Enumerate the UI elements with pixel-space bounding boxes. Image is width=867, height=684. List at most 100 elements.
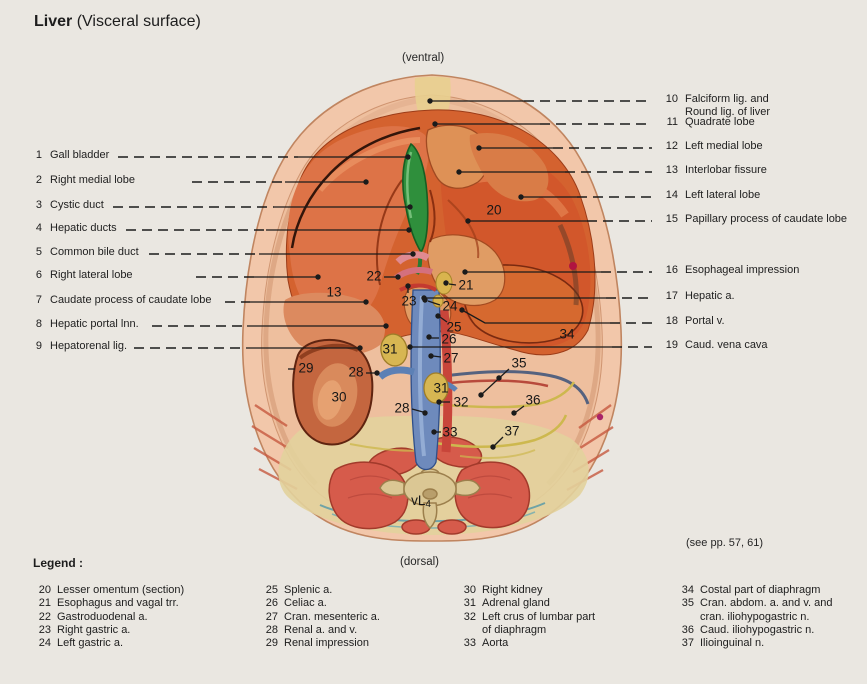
leader-dot (427, 98, 433, 104)
leader-dot (432, 121, 438, 127)
label-text: Portal v. (685, 315, 725, 327)
label-number: 4 (35, 222, 42, 234)
leader-dot (518, 194, 524, 200)
leader-dot (478, 392, 484, 398)
legend-item-text: Aorta (482, 637, 509, 650)
legend-item-number: 32 (463, 610, 476, 623)
label-text: Esophageal impression (685, 264, 800, 276)
legend-item-text: Caud. iliohypogastric n. (700, 623, 815, 636)
legend-item-text: Cran. abdom. a. and v. and cran. iliohyp… (700, 597, 833, 623)
legend-item-number: 20 (38, 584, 51, 596)
label-number: 13 (665, 164, 678, 176)
legend-item-34: 34 Costal part of diaphragm (676, 584, 833, 597)
accessory-dot (596, 413, 604, 421)
leader-dot (465, 218, 471, 224)
left-label-5: 5 Common bile duct (28, 246, 139, 259)
legend-item-number: 34 (681, 584, 694, 596)
esophageal-impression-dot (569, 262, 577, 270)
legend-item-number: 24 (38, 637, 51, 650)
legend-item-number: 22 (38, 610, 51, 623)
legend-item-number: 30 (463, 584, 476, 596)
legend-item-text: Costal part of diaphragm (700, 584, 821, 596)
leader-dot (422, 410, 428, 416)
legend-item-text: Left gastric a. (57, 637, 124, 650)
label-text: Common bile duct (50, 246, 139, 258)
figure-number-connector (481, 368, 510, 395)
vertebra-l4 (379, 468, 481, 530)
legend-item-text: Lesser omentum (section) (57, 584, 185, 596)
figure-number-27: 27 (443, 351, 458, 366)
label-number: 1 (35, 149, 42, 161)
figure-number-21: 21 (458, 278, 473, 293)
label-text: Cystic duct (50, 199, 104, 211)
figure-number-34: 34 (559, 327, 575, 342)
leader-dot (363, 299, 369, 305)
figure-number-37: 37 (504, 424, 519, 439)
label-text: Hepatic a. (685, 290, 735, 302)
page-title-main: Liver (34, 13, 73, 30)
vertebra-label: vL4 (411, 493, 431, 510)
right-label-10: 10 Falciform lig. and Round lig. of liver (662, 93, 770, 118)
legend-heading: Legend : (33, 556, 83, 570)
figure-number-connector (432, 355, 442, 358)
label-text: Falciform lig. and Round lig. of liver (685, 93, 770, 118)
figure-number-36: 36 (525, 393, 540, 408)
legend-item-36: 36 Caud. iliohypogastric n. (676, 624, 833, 637)
figure-number-25: 25 (446, 320, 461, 335)
figure-number-20: 20 (486, 203, 501, 218)
legend-item-27: 27 Cran. mesenteric a. (260, 611, 380, 624)
figure-number-22: 22 (366, 269, 381, 284)
leader-dot (462, 269, 468, 275)
adrenal-gland-left (380, 333, 408, 367)
right-label-16: 16 Esophageal impression (662, 264, 800, 277)
figure-number-30: 30 (331, 390, 346, 405)
legend-item-number: 36 (681, 623, 694, 636)
leader-dot (407, 344, 413, 350)
figure-number-connector (427, 300, 441, 306)
legend-item-number: 23 (38, 623, 51, 636)
label-number: 14 (665, 189, 678, 201)
legend-item-text: Cran. mesenteric a. (284, 610, 380, 623)
figure-number-connector (493, 436, 504, 447)
figure-number-29: 29 (298, 361, 313, 376)
kidney-gleam (317, 380, 343, 420)
label-number: 16 (665, 264, 678, 276)
leader-dot (363, 179, 369, 185)
label-number: 10 (665, 93, 678, 105)
leader-dot (374, 370, 380, 376)
right-medial-lobe (288, 126, 429, 322)
legend-item-text: Splenic a. (284, 584, 333, 596)
figure-number-connector (439, 316, 448, 323)
leader-dot (490, 444, 496, 450)
legend-item-number: 27 (265, 610, 278, 623)
label-number: 5 (35, 246, 42, 258)
leader-line (461, 309, 610, 324)
figure-number-28: 28 (348, 365, 363, 380)
leader-dot (443, 280, 449, 286)
legend-item-text: Left crus of lumbar part of diaphragm (482, 610, 596, 636)
leader-dot (435, 313, 441, 319)
leader-dot (456, 169, 462, 175)
figure-number-31: 31 (433, 381, 448, 396)
legend-item-text: Celiac a. (284, 597, 327, 610)
legend-item-24: 24 Left gastric a. (33, 637, 184, 650)
leader-dot (395, 274, 401, 280)
